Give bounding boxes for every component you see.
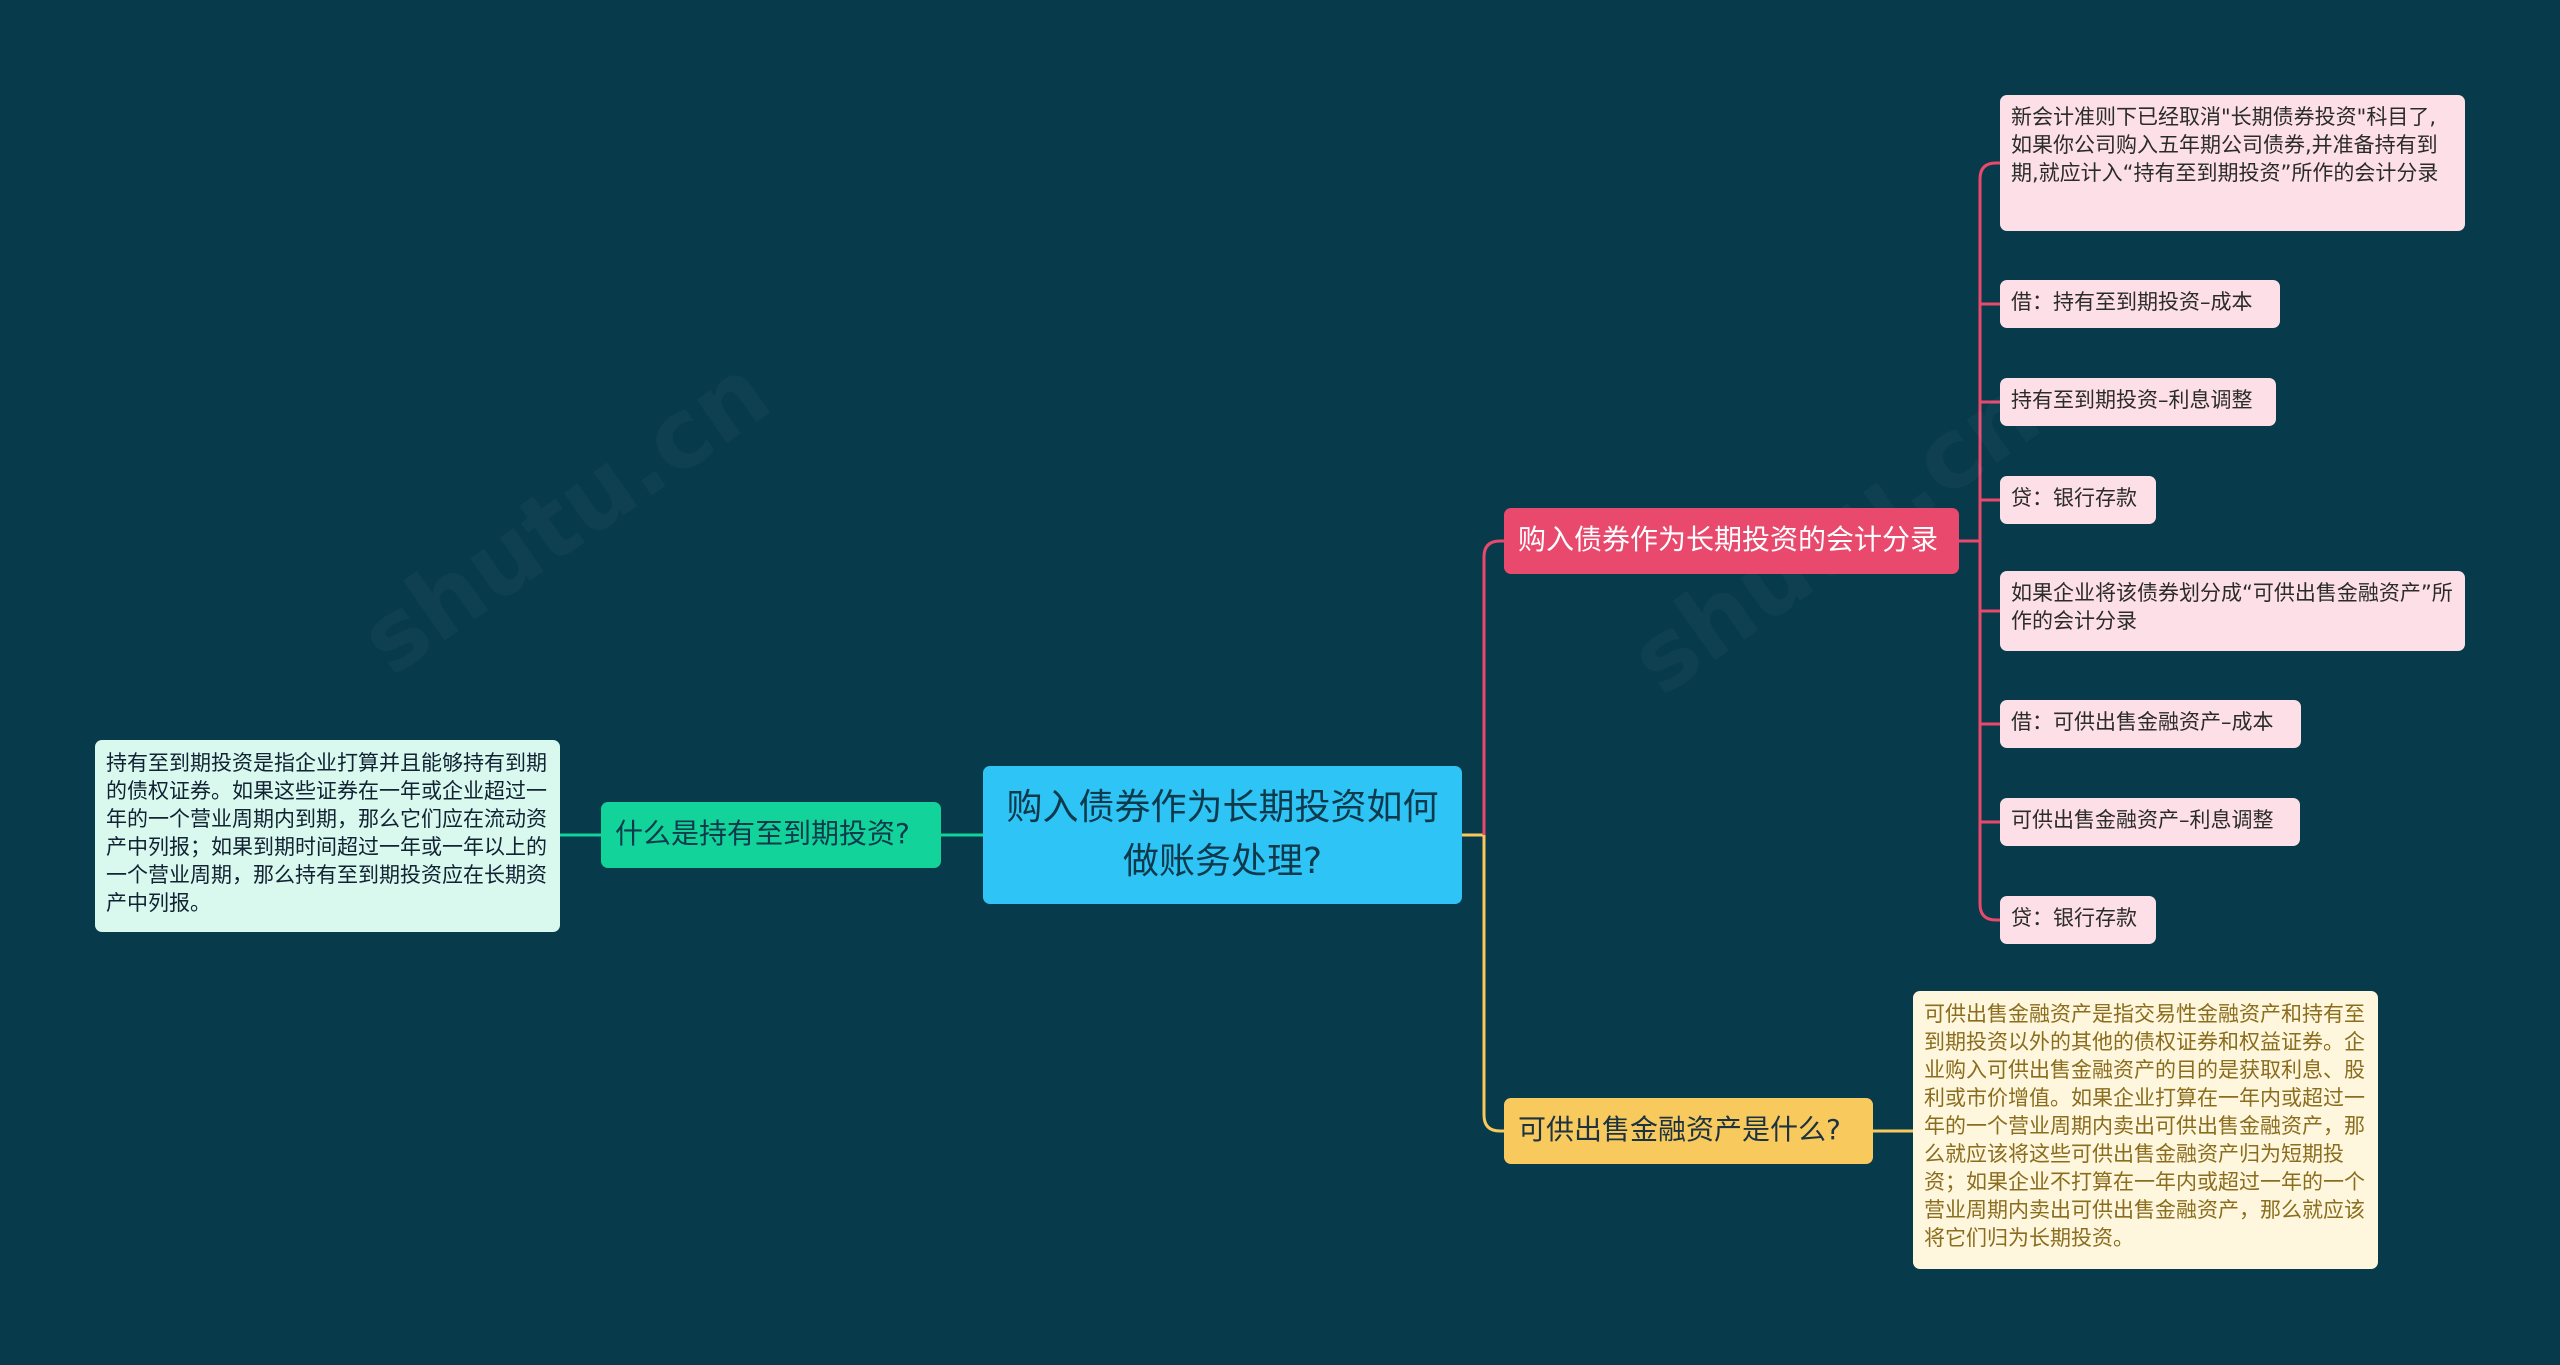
leaf-text: 贷：银行存款: [2011, 906, 2137, 930]
leaf-text: 新会计准则下已经取消"长期债券投资"科目了,如果你公司购入五年期公司债券,并准备…: [2011, 105, 2439, 185]
leaf-credit-bank[interactable]: 贷：银行存款: [2000, 476, 2156, 524]
leaf-entry-intro[interactable]: 新会计准则下已经取消"长期债券投资"科目了,如果你公司购入五年期公司债券,并准备…: [2000, 95, 2465, 231]
branch-accounting-entries[interactable]: 购入债券作为长期投资的会计分录: [1504, 508, 1959, 574]
leaf-text: 借：可供出售金融资产–成本: [2011, 710, 2274, 734]
detail-afs-definition[interactable]: 可供出售金融资产是指交易性金融资产和持有至到期投资以外的其他的债权证券和权益证券…: [1913, 991, 2378, 1269]
branch-what-is-afs[interactable]: 可供出售金融资产是什么?: [1504, 1098, 1873, 1164]
link-red-down: [1978, 541, 2000, 922]
root-label: 购入债券作为长期投资如何做账务处理?: [1006, 787, 1439, 882]
leaf-afs-intro[interactable]: 如果企业将该债券划分成“可供出售金融资产”所作的会计分录: [2000, 571, 2465, 651]
detail-text: 持有至到期投资是指企业打算并且能够持有到期的债权证券。如果这些证券在一年或企业超…: [106, 751, 547, 915]
branch-what-is-htm[interactable]: 什么是持有至到期投资?: [601, 802, 941, 868]
root-node[interactable]: 购入债券作为长期投资如何做账务处理?: [983, 766, 1462, 904]
leaf-debit-afs-cost[interactable]: 借：可供出售金融资产–成本: [2000, 700, 2301, 748]
leaf-text: 贷：银行存款: [2011, 486, 2137, 510]
branch-label: 什么是持有至到期投资?: [615, 817, 910, 850]
leaf-text: 可供出售金融资产–利息调整: [2011, 808, 2274, 832]
detail-htm-definition[interactable]: 持有至到期投资是指企业打算并且能够持有到期的债权证券。如果这些证券在一年或企业超…: [95, 740, 560, 932]
leaf-htm-interest-adjust[interactable]: 持有至到期投资–利息调整: [2000, 378, 2276, 426]
link-trunk-red: [1482, 539, 1504, 835]
branch-label: 购入债券作为长期投资的会计分录: [1518, 523, 1939, 556]
leaf-text: 持有至到期投资–利息调整: [2011, 388, 2253, 412]
branch-label: 可供出售金融资产是什么?: [1518, 1113, 1841, 1146]
leaf-debit-htm-cost[interactable]: 借：持有至到期投资–成本: [2000, 280, 2280, 328]
detail-text: 可供出售金融资产是指交易性金融资产和持有至到期投资以外的其他的债权证券和权益证券…: [1924, 1002, 2365, 1250]
leaf-text: 借：持有至到期投资–成本: [2011, 290, 2253, 314]
link-red-up: [1978, 161, 2000, 541]
leaf-afs-interest-adjust[interactable]: 可供出售金融资产–利息调整: [2000, 798, 2300, 846]
link-trunk-yellow: [1482, 835, 1504, 1133]
leaf-text: 如果企业将该债券划分成“可供出售金融资产”所作的会计分录: [2011, 581, 2453, 633]
leaf-credit-bank-2[interactable]: 贷：银行存款: [2000, 896, 2156, 944]
